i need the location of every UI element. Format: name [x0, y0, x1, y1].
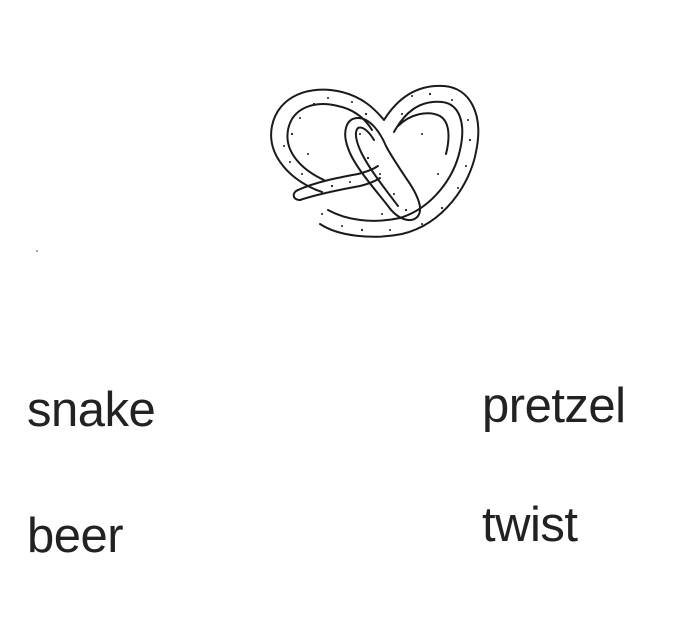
- word-beer: beer: [27, 509, 124, 563]
- pretzel-icon: [270, 84, 480, 238]
- paper-speck: [36, 250, 38, 252]
- word-pretzel: pretzel: [482, 379, 626, 433]
- pretzel-illustration: [262, 74, 488, 246]
- word-twist: twist: [482, 498, 578, 552]
- word-snake: snake: [27, 383, 156, 437]
